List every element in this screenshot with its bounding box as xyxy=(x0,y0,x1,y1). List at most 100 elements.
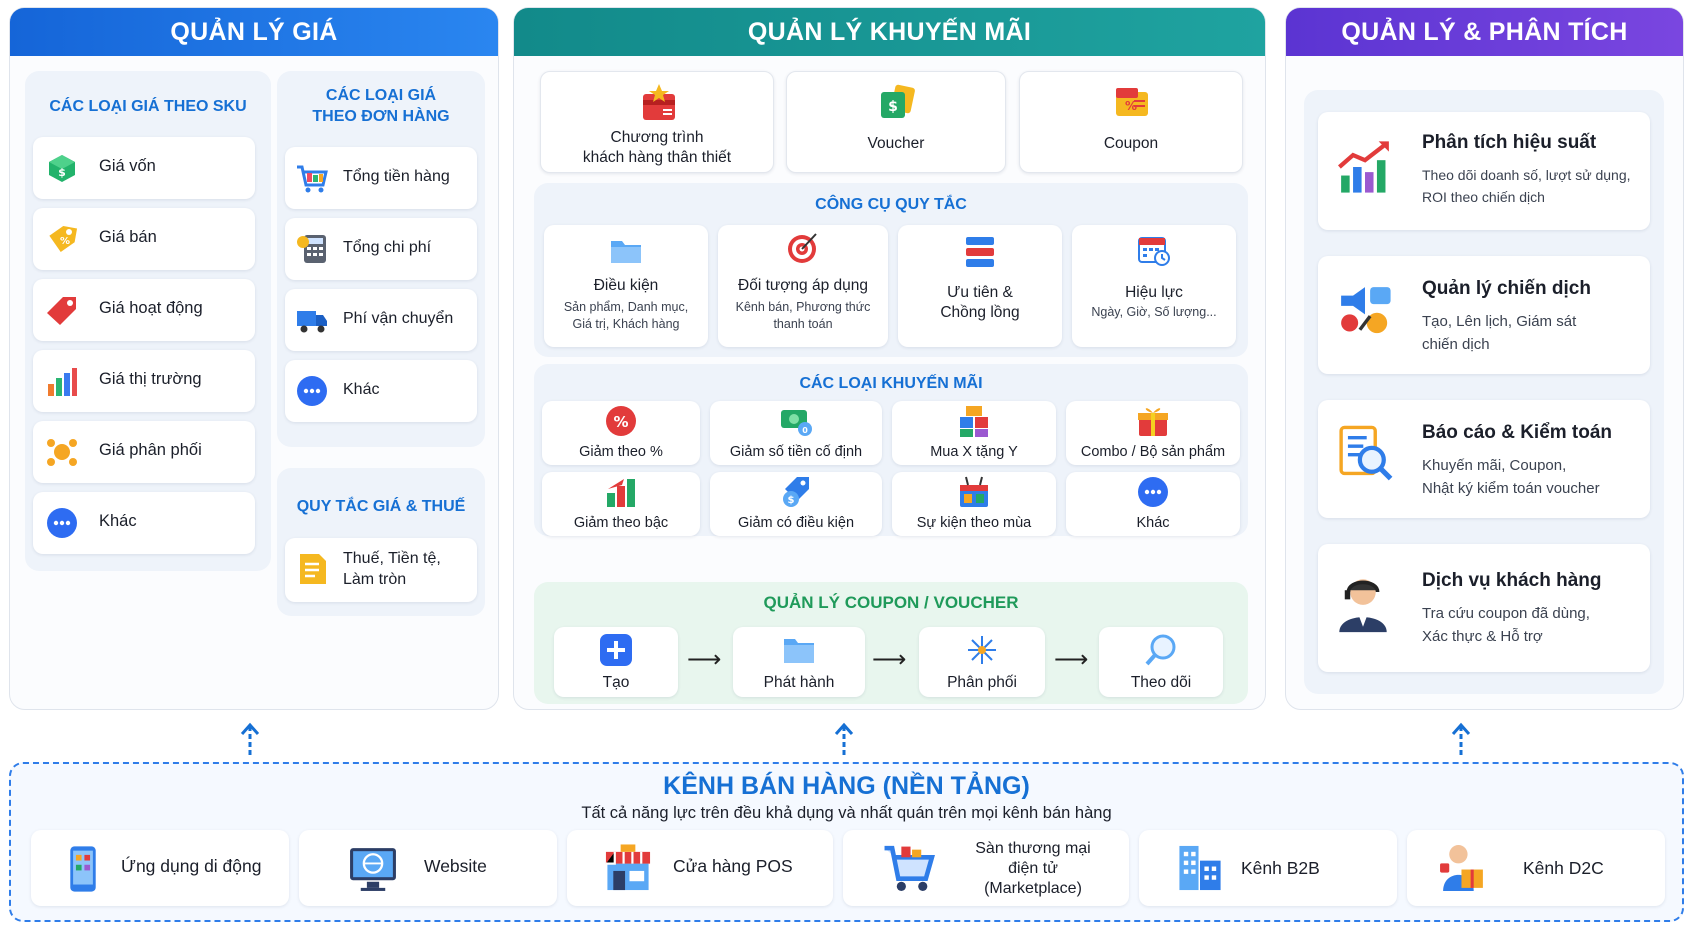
order-item-label: Khác xyxy=(343,381,380,398)
cart-icon xyxy=(295,161,329,195)
price-tag-icon: % xyxy=(45,222,79,256)
sku-price-group: CÁC LOẠI GIÁ THEO SKU $ Giá vốn % Giá bá… xyxy=(25,71,271,571)
more-dots-icon xyxy=(45,506,79,540)
coupon-label: Coupon xyxy=(1103,135,1159,152)
channel-label: Kênh D2C xyxy=(1523,858,1604,878)
order-item-label: Tổng tiền hàng xyxy=(343,168,450,185)
monitor-globe-icon xyxy=(347,842,399,894)
cash-icon: $ xyxy=(45,151,79,185)
plus-icon xyxy=(599,633,633,667)
rule-title: Hiệu lực xyxy=(1125,284,1183,301)
gift-icon xyxy=(1136,404,1170,438)
voucher-label: Voucher xyxy=(867,135,925,152)
analysis-report: Báo cáo & Kiểm toán Khuyến mãi, Coupon, … xyxy=(1318,400,1650,518)
shopping-cart-icon xyxy=(883,842,935,894)
coupon-flow-group: QUẢN LÝ COUPON / VOUCHER Tạo ⟶ Phát hành… xyxy=(534,582,1248,704)
analysis-item-title: Dịch vụ khách hàng xyxy=(1422,570,1602,591)
tag-condition-icon: $ xyxy=(779,475,813,509)
promo-panel-title: QUẢN LÝ KHUYẾN MÃI xyxy=(514,8,1265,56)
analysis-performance: Phân tích hiệu suất Theo dõi doanh số, l… xyxy=(1318,112,1650,230)
rule-priority: Ưu tiên & Chồng lồng xyxy=(898,225,1062,347)
svg-text:%: % xyxy=(1125,99,1137,113)
priority-stack-icon xyxy=(963,235,997,269)
loyalty-icon xyxy=(639,82,679,122)
channel-label: Website xyxy=(424,856,487,876)
channel-b2b: Kênh B2B xyxy=(1139,830,1397,906)
calculator-icon xyxy=(295,232,329,266)
rule-title: Đối tượng áp dụng xyxy=(738,277,868,294)
sku-item-sell: % Giá bán xyxy=(33,208,255,270)
buildings-icon xyxy=(1175,840,1225,896)
analysis-item-desc-1: Tra cứu coupon đã dùng, xyxy=(1422,605,1590,622)
order-item-other: Khác xyxy=(285,360,477,422)
loyalty-label-2: khách hàng thân thiết xyxy=(582,149,732,166)
flow-arrow: ⟶ xyxy=(872,646,907,673)
channel-label: Ứng dụng di động xyxy=(121,856,262,876)
order-item-shipping: Phí vận chuyển xyxy=(285,289,477,351)
channel-website: Website xyxy=(299,830,557,906)
flow-step-distribute: Phân phối xyxy=(919,627,1045,697)
promo-type-label: Sự kiện theo mùa xyxy=(916,515,1032,531)
tax-item-line-1: Thuế, Tiền tệ, xyxy=(343,550,441,567)
sku-item-label: Giá bán xyxy=(99,228,157,246)
customer-package-icon xyxy=(1437,842,1489,894)
rules-title: CÔNG CỤ QUY TẮC xyxy=(815,196,967,213)
promo-type-seasonal: Sự kiện theo mùa xyxy=(892,472,1056,536)
sku-price-title: CÁC LOẠI GIÁ THEO SKU xyxy=(49,98,247,115)
flow-step-label: Phát hành xyxy=(763,674,835,691)
rule-desc-2: Giá trị, Khách hàng xyxy=(572,317,680,331)
support-agent-icon xyxy=(1332,572,1394,634)
tax-item: Thuế, Tiền tệ, Làm tròn xyxy=(285,538,477,602)
rule-desc-1: Ngày, Giờ, Số lượng... xyxy=(1091,305,1217,319)
voucher-icon: $ xyxy=(877,82,917,122)
up-arrow-price xyxy=(240,722,260,756)
order-item-total-cost: Tổng chi phí xyxy=(285,218,477,280)
channel-label: Kênh B2B xyxy=(1241,858,1320,878)
sparkle-distribute-icon xyxy=(965,633,999,667)
flow-arrow: ⟶ xyxy=(687,646,722,673)
growth-chart-icon xyxy=(1336,138,1394,196)
loyalty-label-1: Chương trình xyxy=(610,129,704,146)
rule-target: Đối tượng áp dụng Kênh bán, Phương thức … xyxy=(718,225,888,347)
sku-item-label: Giá hoạt động xyxy=(99,299,203,317)
tax-item-line-2: Làm tròn xyxy=(343,571,407,588)
rule-title: Ưu tiên & xyxy=(947,284,1013,301)
tier-arrows-icon xyxy=(604,475,638,509)
truck-icon xyxy=(295,303,329,337)
promo-type-label: Giảm theo % xyxy=(579,444,663,460)
seasonal-event-icon xyxy=(957,475,991,509)
rule-title-2: Chồng lồng xyxy=(940,304,1020,321)
rule-validity: Hiệu lực Ngày, Giờ, Số lượng... xyxy=(1072,225,1236,347)
promo-types-group: CÁC LOẠI KHUYẾN MÃI % Giảm theo % 0 Giảm… xyxy=(534,364,1248,536)
channel-label-3: (Marketplace) xyxy=(984,880,1082,897)
flow-step-label: Tạo xyxy=(602,674,630,691)
coupon-icon: % xyxy=(1112,82,1152,122)
promo-type-label: Giảm số tiền cố định xyxy=(729,444,863,460)
analysis-item-desc-1: Tạo, Lên lịch, Giám sát xyxy=(1422,313,1577,330)
analysis-panel-title: QUẢN LÝ & PHÂN TÍCH xyxy=(1286,8,1683,56)
flow-step-create: Tạo xyxy=(554,627,678,697)
sku-item-label: Giá vốn xyxy=(99,157,156,175)
channel-marketplace: Sàn thương mại điện tử (Marketplace) xyxy=(843,830,1129,906)
analysis-item-desc-1: Khuyến mãi, Coupon, xyxy=(1422,457,1567,474)
channel-label-2: điện tử xyxy=(1008,860,1058,877)
analysis-item-desc-1: Theo dõi doanh số, lượt sử dụng, xyxy=(1422,167,1631,183)
tax-rule-title: QUY TẮC GIÁ & THUẾ xyxy=(296,498,466,515)
analysis-item-desc-2: ROI theo chiến dịch xyxy=(1422,189,1545,205)
promo-type-fixed: 0 Giảm số tiền cố định xyxy=(710,401,882,465)
promo-type-buyxgety: Mua X tặng Y xyxy=(892,401,1056,465)
store-front-icon xyxy=(603,842,653,894)
sku-item-label: Giá thị trường xyxy=(99,370,202,388)
order-item-total-goods: Tổng tiền hàng xyxy=(285,147,477,209)
sku-item-label: Khác xyxy=(99,512,137,530)
rules-group: CÔNG CỤ QUY TẮC Điều kiện Sản phẩm, Danh… xyxy=(534,183,1248,357)
promo-type-label: Khác xyxy=(1136,515,1170,531)
channels-title: KÊNH BÁN HÀNG (NỀN TẢNG) xyxy=(663,772,1030,800)
smartphone-icon xyxy=(59,844,107,894)
flow-step-issue: Phát hành xyxy=(733,627,865,697)
analysis-item-title: Báo cáo & Kiểm toán xyxy=(1422,422,1613,443)
analysis-item-desc-2: Nhật ký kiểm toán voucher xyxy=(1422,480,1600,497)
promo-top-voucher: $ Voucher xyxy=(786,71,1006,173)
flow-arrow: ⟶ xyxy=(1054,646,1089,673)
